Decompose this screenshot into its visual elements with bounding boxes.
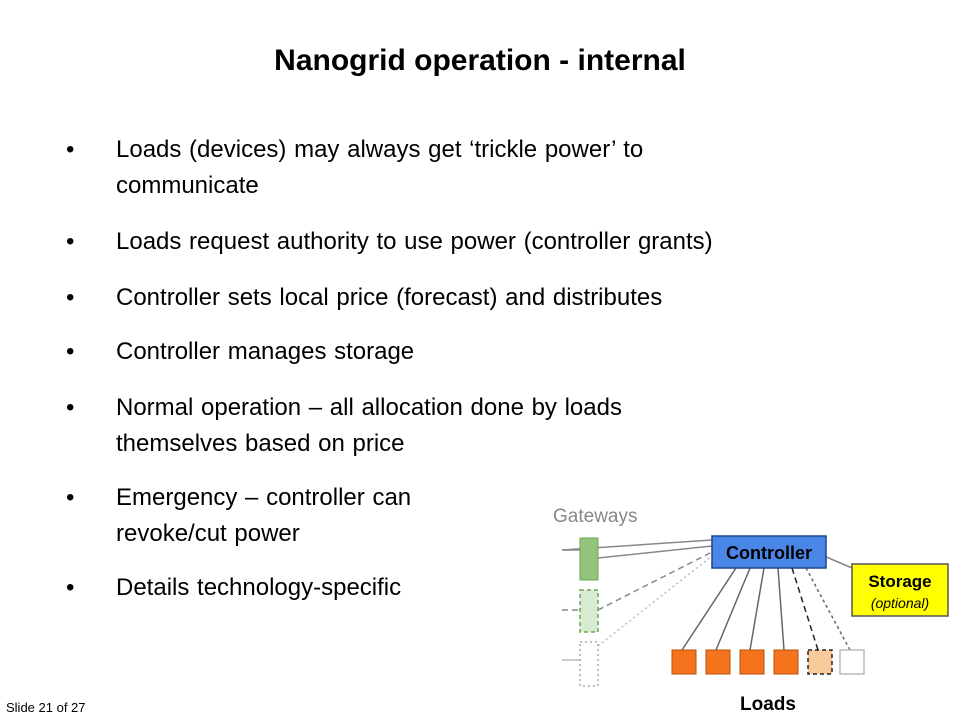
- gateway-box-optional: [579, 589, 599, 633]
- bullet-text: Controller sets local price (forecast) a…: [116, 284, 663, 311]
- bullet-text: Details technology-specific: [116, 574, 402, 601]
- bullet-glyph: •: [66, 394, 75, 421]
- nanogrid-diagram: Gateways Controller Storage (optional) L…: [553, 506, 949, 715]
- load-link-line: [715, 567, 751, 651]
- bullet-text: Loads (devices) may always get ‘trickle …: [116, 136, 644, 163]
- bullet-text: communicate: [116, 172, 259, 199]
- gateway-link-line: [597, 551, 713, 611]
- bullet-glyph: •: [66, 338, 75, 365]
- bullet-glyph: •: [66, 228, 75, 255]
- gateway-box-empty: [579, 641, 599, 687]
- storage-sublabel: (optional): [871, 595, 929, 611]
- load-box-empty: [839, 649, 865, 675]
- load-box-optional: [807, 649, 833, 675]
- load-box: [705, 649, 731, 675]
- gateway-link-line: [597, 545, 713, 559]
- bullet-text: Loads request authority to use power (co…: [116, 228, 713, 255]
- storage-label: Storage: [868, 572, 931, 591]
- gateways-label: Gateways: [553, 506, 637, 527]
- bullet-text: themselves based on price: [116, 430, 405, 457]
- slide-title: Nanogrid operation - internal: [274, 44, 686, 77]
- gateway-box: [579, 537, 599, 581]
- bullet-glyph: •: [66, 136, 75, 163]
- storage-box: [851, 563, 949, 617]
- loads-label: Loads: [740, 694, 796, 715]
- load-box: [773, 649, 799, 675]
- bullet-text: Controller manages storage: [116, 338, 415, 365]
- bullet-text: Normal operation – all allocation done b…: [116, 394, 622, 421]
- bullet-glyph: •: [66, 484, 75, 511]
- load-link-line: [805, 567, 851, 651]
- bullet-text: revoke/cut power: [116, 520, 300, 547]
- storage-link-line: [823, 555, 853, 569]
- load-link-line: [749, 567, 765, 651]
- controller-label: Controller: [726, 543, 812, 563]
- load-link-line: [681, 567, 737, 651]
- load-link-line: [791, 567, 819, 651]
- load-link-line: [777, 567, 785, 651]
- gateway-link-line: [597, 555, 713, 647]
- bullet-text: Emergency – controller can: [116, 484, 412, 511]
- slide-number: Slide 21 of 27: [6, 700, 86, 715]
- bullet-glyph: •: [66, 574, 75, 601]
- load-box: [671, 649, 697, 675]
- bullet-glyph: •: [66, 284, 75, 311]
- controller-box: [711, 535, 827, 569]
- load-box: [739, 649, 765, 675]
